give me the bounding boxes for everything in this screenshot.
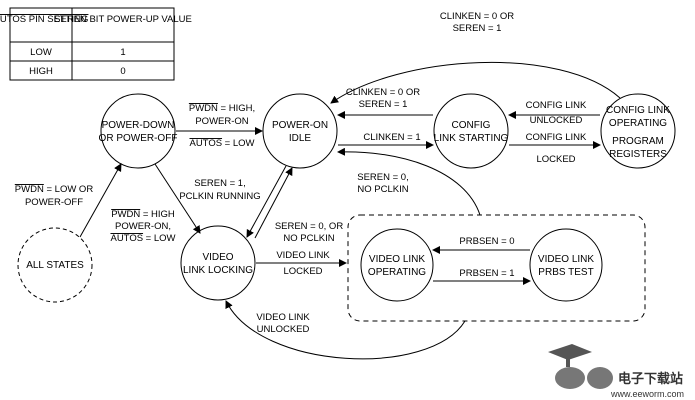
label-prbsen-0: PRBSEN = 0	[459, 236, 514, 247]
arrow-group-to-locking	[225, 300, 466, 360]
svg-text:NO PCLKIN: NO PCLKIN	[283, 233, 334, 244]
svg-text:LINK STARTING: LINK STARTING	[434, 133, 509, 144]
svg-text:SEREN = 1: SEREN = 1	[359, 99, 408, 110]
autos-seren-table: AUTOS PIN SETTING SEREN BIT POWER-UP VAL…	[0, 7, 192, 81]
svg-text:OPERATING: OPERATING	[368, 267, 426, 278]
label-video-link-unlocked: VIDEO LINK	[256, 312, 310, 323]
svg-text:CONFIG: CONFIG	[452, 120, 491, 131]
watermark-logo-icon	[548, 344, 613, 389]
svg-text:VIDEO LINK: VIDEO LINK	[538, 254, 594, 265]
transition-arrows	[79, 61, 621, 360]
label-config-link-unlocked: CONFIG LINK	[526, 100, 587, 111]
svg-text:VIDEO LINK: VIDEO LINK	[369, 254, 425, 265]
table-cell-high: HIGH	[29, 66, 53, 77]
label-pwdn-low: PWDN = LOW OR	[15, 184, 94, 195]
svg-text:POWER-ON,: POWER-ON,	[115, 221, 171, 232]
arrow-operating-to-idle	[330, 61, 621, 104]
svg-text:CONFIG LINK: CONFIG LINK	[606, 105, 670, 116]
svg-text:ALL STATES: ALL STATES	[26, 260, 84, 271]
svg-text:OPERATING: OPERATING	[609, 118, 667, 129]
svg-text:SEREN = 1: SEREN = 1	[453, 23, 502, 34]
svg-text:VIDEO: VIDEO	[202, 252, 233, 263]
state-power-on-idle: POWER-ON IDLE	[262, 93, 338, 169]
svg-text:PROGRAM: PROGRAM	[612, 136, 664, 147]
arrow-all-to-powerdown	[79, 163, 122, 238]
table-header-autos: AUTOS PIN SETTING	[0, 14, 88, 25]
state-power-down: POWER-DOWN OR POWER-OFF	[99, 93, 178, 169]
svg-text:POWER-ON: POWER-ON	[195, 116, 248, 127]
state-all-states: ALL STATES	[17, 227, 93, 303]
label-clinken-top: CLINKEN = 0 OR	[440, 11, 514, 22]
label-pwdn-high-bottom: PWDN = HIGH	[111, 209, 175, 220]
label-pwdn-high-top: PWDN = HIGH,	[189, 103, 255, 114]
state-video-link-locking: VIDEO LINK LOCKING	[180, 225, 256, 301]
label-seren-1: SEREN = 1,	[194, 178, 245, 189]
label-prbsen-1: PRBSEN = 1	[459, 268, 514, 279]
table-cell-0: 0	[120, 66, 125, 77]
arrow-locking-to-idle	[254, 167, 293, 239]
svg-text:UNLOCKED: UNLOCKED	[530, 115, 583, 126]
label-clinken-1: CLINKEN = 1	[363, 132, 420, 143]
state-config-link-operating: CONFIG LINK OPERATING PROGRAM REGISTERS	[600, 93, 676, 169]
svg-text:POWER-OFF: POWER-OFF	[25, 197, 83, 208]
arrow-idle-to-locking	[246, 165, 287, 238]
svg-text:AUTOS = LOW: AUTOS = LOW	[110, 233, 175, 244]
svg-text:REGISTERS: REGISTERS	[609, 149, 667, 160]
svg-text:POWER-DOWN: POWER-DOWN	[102, 120, 175, 131]
svg-text:NO PCLKIN: NO PCLKIN	[357, 184, 408, 195]
table-cell-low: LOW	[30, 47, 52, 58]
svg-text:OR POWER-OFF: OR POWER-OFF	[99, 133, 178, 144]
svg-text:LOCKED: LOCKED	[536, 154, 575, 165]
svg-text:PRBS TEST: PRBS TEST	[538, 267, 593, 278]
state-config-link-starting: CONFIG LINK STARTING	[433, 93, 509, 169]
svg-text:IDLE: IDLE	[289, 133, 312, 144]
svg-text:POWER-ON: POWER-ON	[272, 120, 328, 131]
state-video-link-prbs-test: VIDEO LINK PRBS TEST	[529, 228, 603, 302]
arrow-powerdown-to-locking	[154, 163, 201, 234]
watermark-url: www.eeworm.com	[610, 389, 684, 399]
svg-text:AUTOS = LOW: AUTOS = LOW	[189, 138, 254, 149]
svg-text:UNLOCKED: UNLOCKED	[257, 324, 310, 335]
label-config-link-locked: CONFIG LINK	[526, 132, 587, 143]
table-header-seren: SEREN BIT POWER-UP VALUE	[54, 14, 192, 25]
svg-text:LOCKED: LOCKED	[283, 266, 322, 277]
state-video-link-operating: VIDEO LINK OPERATING	[360, 228, 434, 302]
label-seren-0-or: SEREN = 0, OR	[275, 221, 344, 232]
video-link-group-box	[347, 214, 646, 322]
table-cell-1: 1	[120, 47, 125, 58]
label-video-link-locked: VIDEO LINK	[276, 250, 330, 261]
watermark-title: 电子下载站	[618, 371, 683, 387]
label-seren-0-no: SEREN = 0,	[357, 172, 408, 183]
arrow-group-to-idle	[337, 147, 481, 216]
svg-text:PCLKIN RUNNING: PCLKIN RUNNING	[179, 191, 260, 202]
svg-text:LINK LOCKING: LINK LOCKING	[183, 265, 253, 276]
watermark: 电子下载站 www.eeworm.com	[548, 344, 684, 399]
label-clinken-mid: CLINKEN = 0 OR	[346, 87, 420, 98]
